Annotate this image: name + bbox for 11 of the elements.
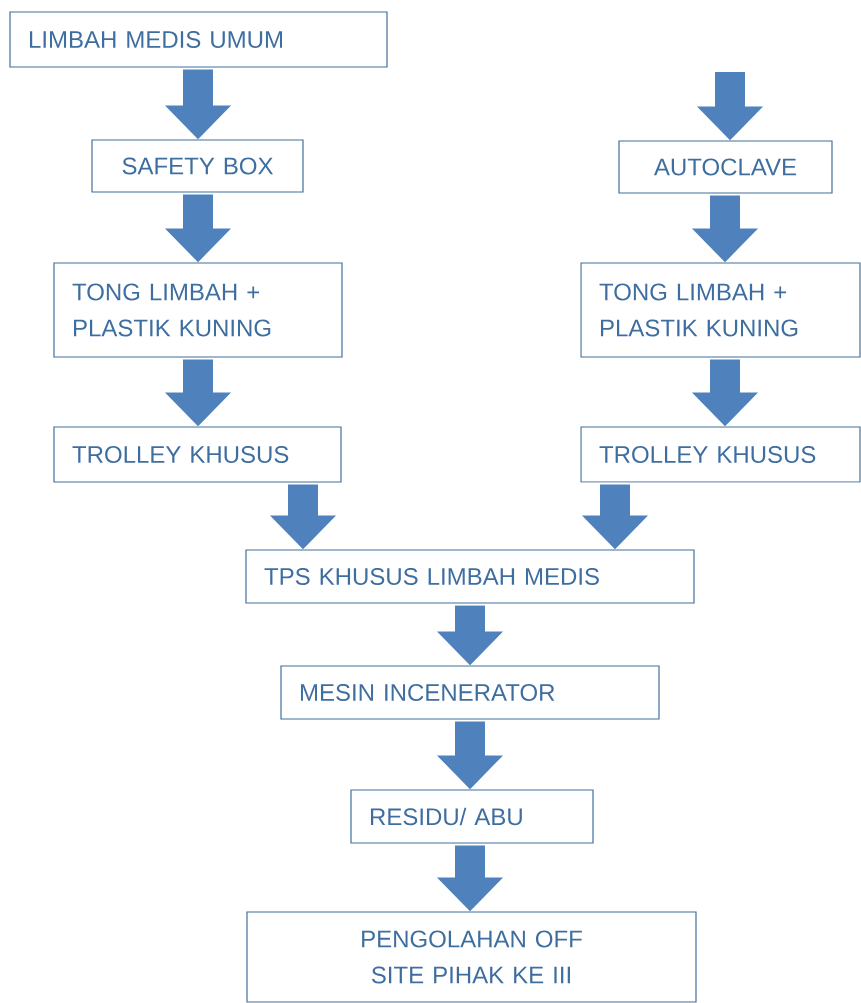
- process-box: SAFETY BOX: [91, 139, 304, 193]
- process-box: RESIDU/ ABU: [350, 789, 594, 844]
- process-box: MESIN INCENERATOR: [280, 665, 660, 720]
- process-box: TONG LIMBAH + PLASTIK KUNING: [53, 262, 343, 358]
- process-box: TROLLEY KHUSUS: [580, 426, 861, 483]
- process-box: TPS KHUSUS LIMBAH MEDIS: [245, 549, 695, 604]
- process-box: TONG LIMBAH + PLASTIK KUNING: [580, 262, 861, 358]
- process-box: LIMBAH MEDIS UMUM: [9, 11, 388, 68]
- process-box: TROLLEY KHUSUS: [53, 426, 342, 483]
- process-box: AUTOCLAVE: [618, 140, 833, 194]
- process-box: PENGOLAHAN OFF SITE PIHAK KE III: [246, 911, 697, 1003]
